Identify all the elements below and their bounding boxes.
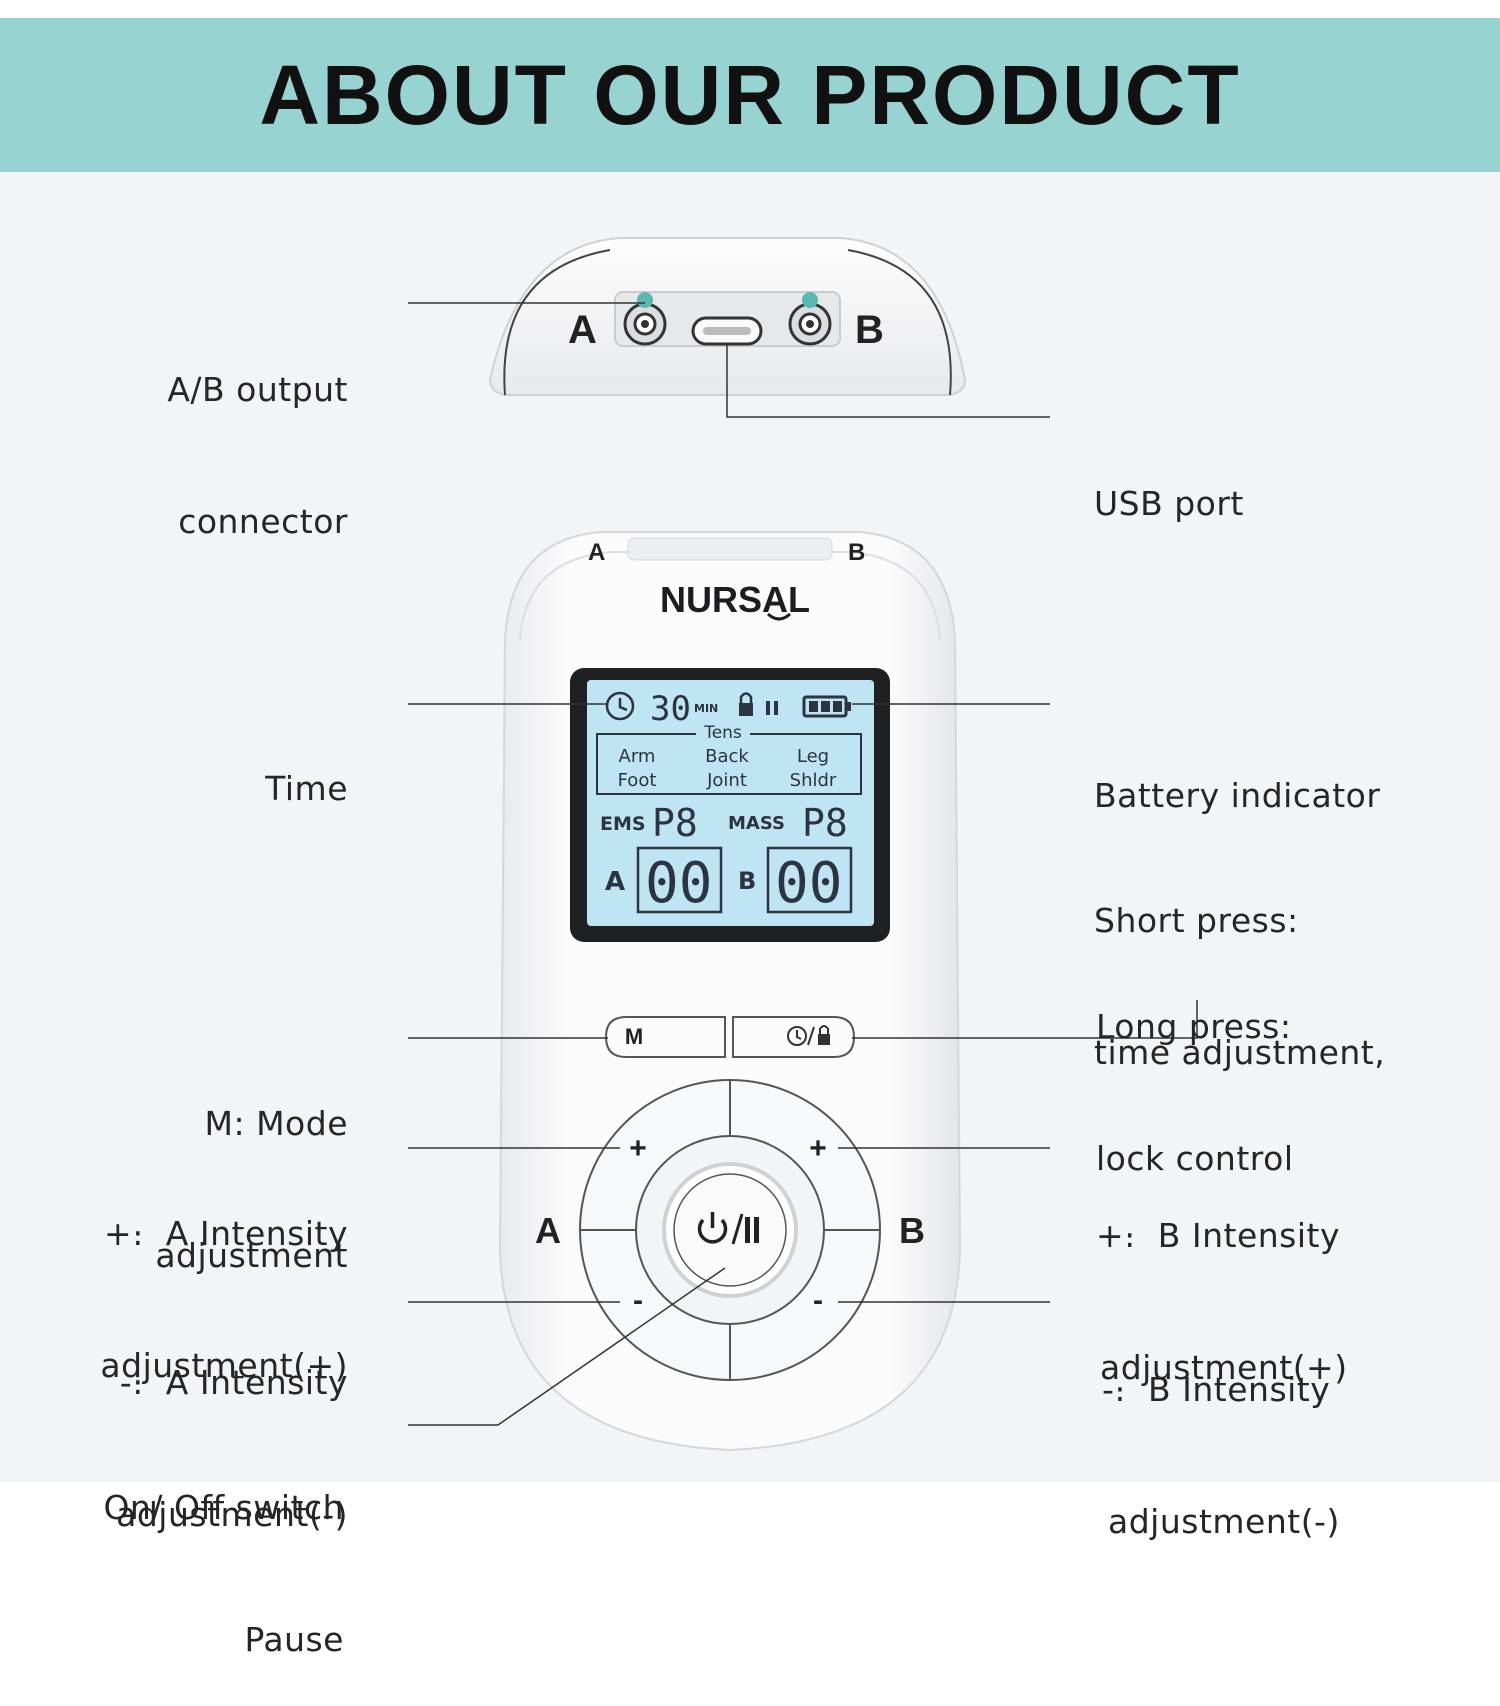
lock-icon	[739, 692, 753, 716]
device-top-view: A B	[488, 237, 967, 396]
pause-icon	[766, 701, 778, 715]
channel-b-label: B	[899, 1210, 925, 1251]
lcd-channel-a: A	[605, 867, 625, 897]
on-off-switch-label: On/ Off switch Pause	[103, 1488, 344, 1659]
mass-program: P8	[802, 801, 848, 845]
intensity-a: 00	[645, 851, 712, 916]
a-plus-button[interactable]: +	[629, 1132, 647, 1165]
timer-unit: MIN	[694, 702, 718, 715]
ems-program: P8	[652, 801, 698, 845]
leader-lines	[408, 302, 1198, 1426]
body-part: Foot	[618, 770, 657, 791]
front-port-a-letter: A	[588, 539, 605, 566]
battery-indicator-label: Battery indicator	[1094, 776, 1381, 815]
power-icon	[697, 1212, 759, 1245]
front-port-b-letter: B	[848, 539, 865, 566]
brand-logo: NURSAL	[660, 579, 810, 620]
channel-a-label: A	[535, 1210, 561, 1251]
output-jack-b[interactable]	[788, 302, 832, 346]
svg-text:M: M	[625, 1024, 643, 1049]
port-a-letter: A	[568, 308, 597, 352]
body-part: Leg	[797, 746, 829, 767]
body-part: Back	[705, 746, 749, 767]
b-plus-button[interactable]: +	[809, 1132, 827, 1165]
port-b-letter: B	[855, 308, 884, 352]
mass-label: MASS	[728, 813, 785, 834]
ab-output-connector-label: A/B output connector	[167, 370, 348, 541]
b-intensity-minus-label: -։ B Intensity adjustment(-)	[1102, 1370, 1340, 1541]
lcd-channel-b: B	[738, 867, 756, 895]
mode-adjustment-label: M: Mode adjustment	[155, 1104, 348, 1275]
short-press-label: Short press: time adjustment,	[1094, 901, 1386, 1072]
device-front-view: A B NURSAL 30 MIN Tens Arm	[498, 531, 962, 1452]
time-label: Time	[265, 769, 348, 808]
title-banner: ABOUT OUR PRODUCT	[0, 18, 1500, 172]
control-pad: + + - -	[579, 1079, 881, 1381]
a-intensity-plus-label: +։ A Intensity adjustment(+)	[100, 1214, 348, 1385]
body-part: Joint	[706, 770, 747, 791]
page-title: ABOUT OUR PRODUCT	[259, 47, 1241, 142]
clock-lock-icon	[787, 1025, 830, 1046]
lcd-category: Tens	[703, 723, 742, 743]
long-press-label: Long press: lock control	[1096, 1007, 1294, 1178]
body-part: Shldr	[790, 770, 837, 791]
intensity-b: 00	[775, 851, 842, 916]
time-lock-button[interactable]	[732, 1016, 856, 1058]
marker-dot-a	[637, 292, 653, 308]
usb-port-label: USB port	[1094, 484, 1244, 523]
b-intensity-plus-label: +։ B Intensity adjustment(+)	[1096, 1216, 1348, 1387]
a-minus-button[interactable]: -	[633, 1284, 643, 1317]
b-minus-button[interactable]: -	[813, 1284, 823, 1317]
lcd-screen	[587, 680, 874, 926]
product-diagram: A B A B NURSAL	[408, 237, 1198, 1452]
timer-value: 30	[650, 689, 691, 729]
ems-label: EMS	[600, 813, 646, 835]
usb-port[interactable]	[691, 316, 763, 346]
marker-dot-b	[802, 292, 818, 308]
output-jack-a[interactable]	[623, 302, 667, 346]
mode-button[interactable]: M	[604, 1016, 726, 1058]
battery-icon	[802, 695, 851, 718]
clock-icon	[605, 691, 635, 721]
body-part: Arm	[619, 746, 656, 767]
